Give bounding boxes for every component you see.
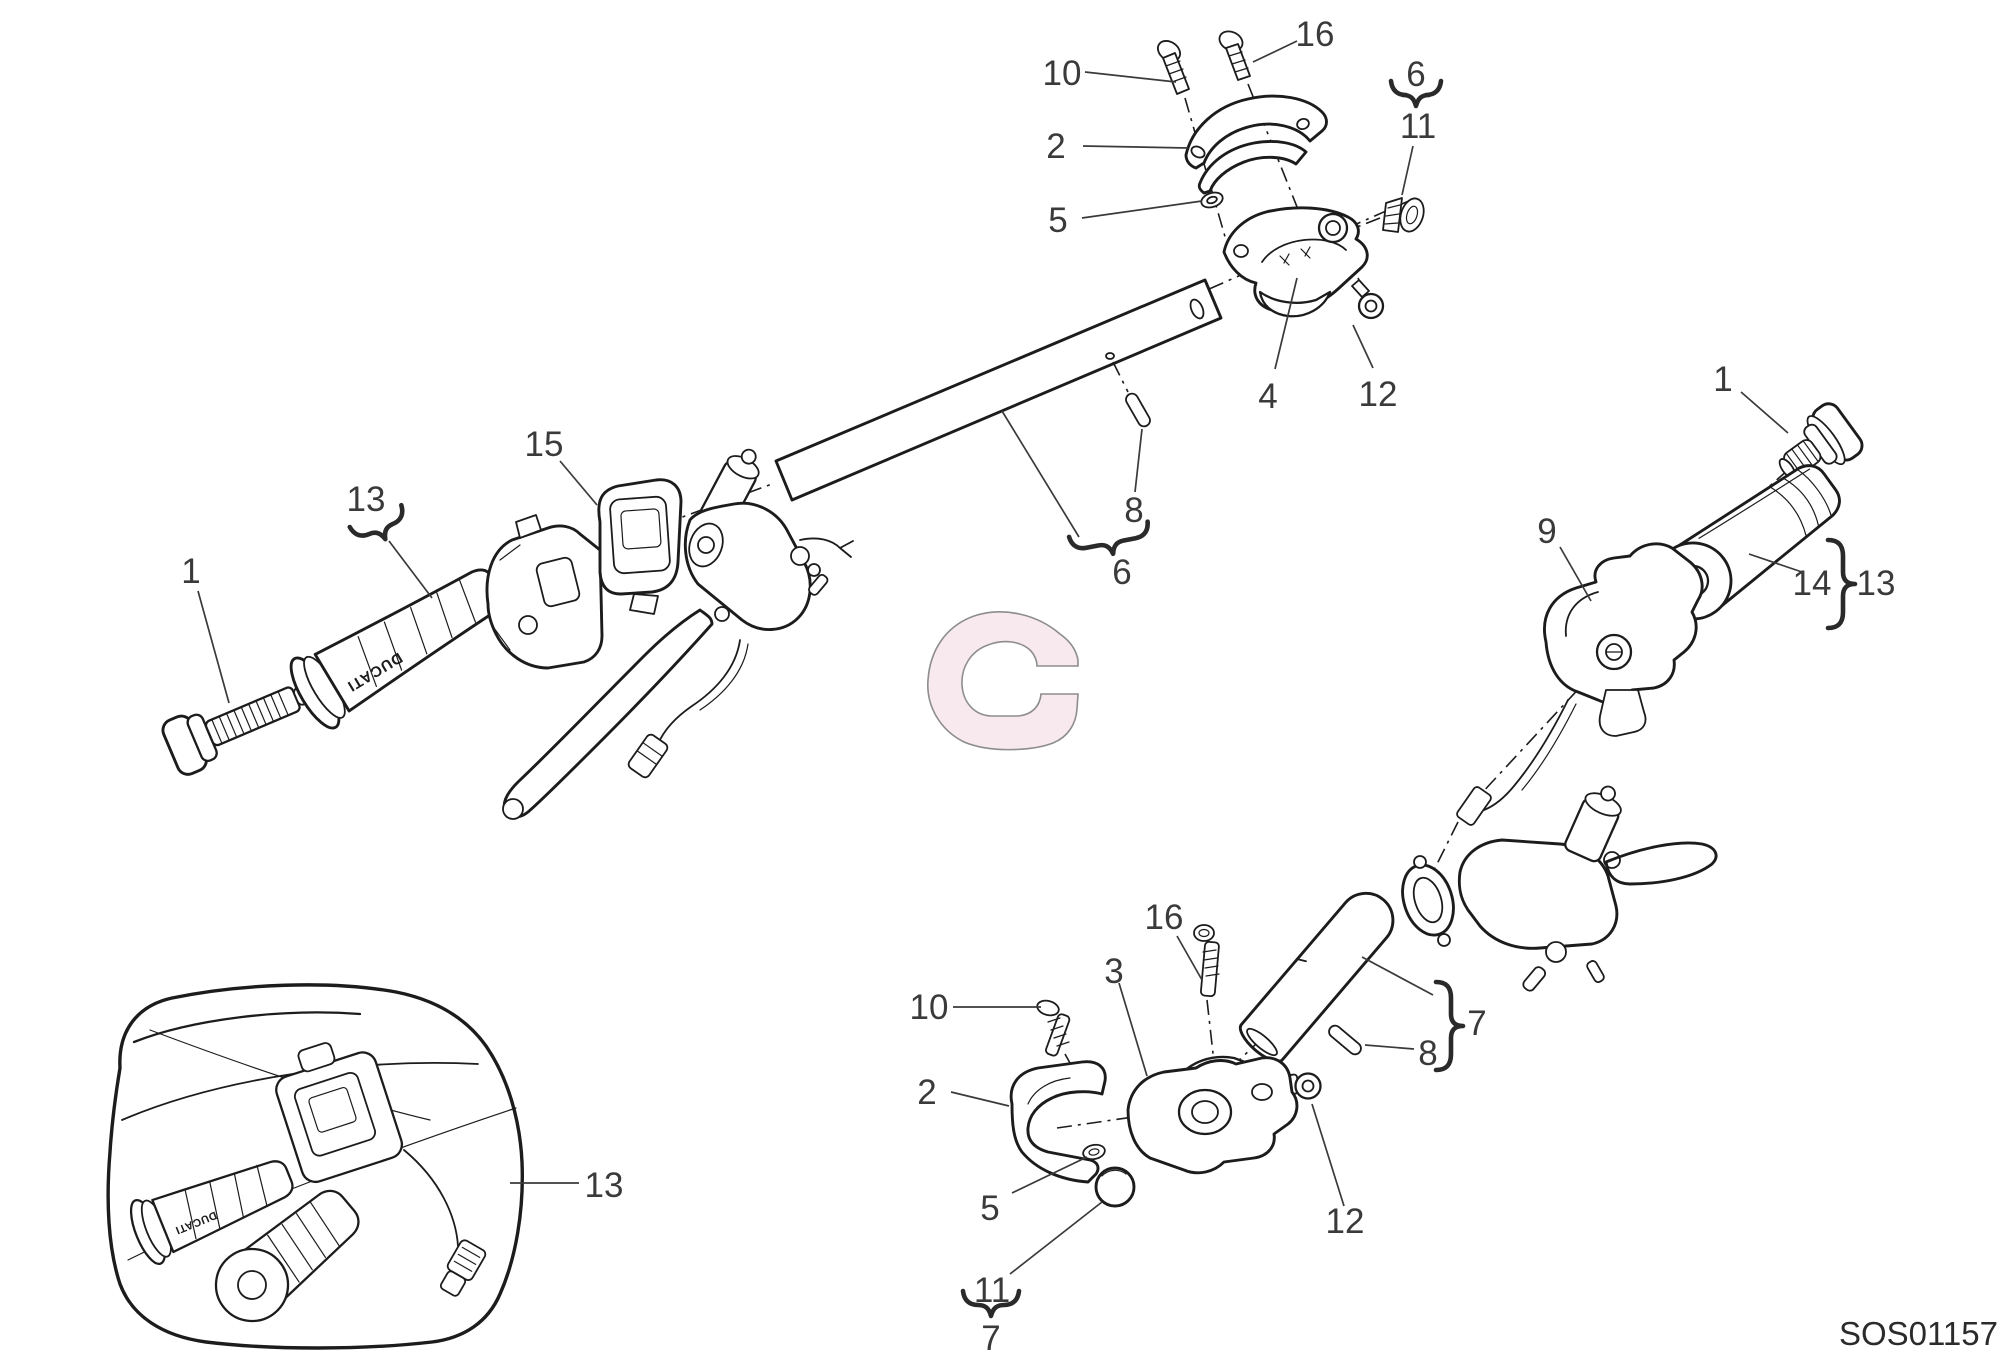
inset-connector [439,1239,487,1297]
callout-label-16: 16 [1296,15,1335,54]
callout-label-8: 8 [1418,1034,1437,1073]
leader-line [1364,1044,1415,1050]
group-brace-horizontal [960,1288,1022,1319]
washer-5-bottom [1082,1143,1106,1161]
group-brace-horizontal [1388,78,1444,109]
handlebar-tube-right-7 [1238,891,1395,1063]
parts-kit-bag-inset: DUCATI [106,983,524,1350]
bottom-clamp-assembly [1009,924,1299,1208]
callout-label-5: 5 [980,1189,999,1228]
callout-label-15: 15 [525,425,564,464]
callout-label-1: 1 [1713,360,1732,399]
clamp-half-upper-2 [1184,94,1328,195]
left-switch-housing [485,514,604,670]
right-grip-assembly [1238,402,1864,1100]
washer-5-top [1200,191,1224,209]
callout-label-14: 14 [1793,564,1832,603]
top-clamp-assembly [1156,30,1425,320]
leader-line [388,540,433,599]
callout-label-3: 3 [1104,952,1123,991]
leader-line [1311,1103,1345,1207]
switch-unit-15 [597,478,683,615]
screw-16-top [1218,30,1251,81]
callout-label-7: 7 [981,1319,1000,1356]
callout-label-13: 13 [347,480,386,519]
leader-line [1274,277,1298,370]
group-brace-horizontal [1066,519,1150,557]
left-grip: DUCATI [289,568,505,730]
pin-8-right [1328,1024,1362,1056]
callout-label-12: 12 [1359,375,1398,414]
callout-label-9: 9 [1537,512,1556,551]
leader-line [1252,40,1298,63]
callout-label-10: 10 [910,988,949,1027]
leader-line [1401,145,1414,196]
group-brace-vertical [1433,979,1466,1073]
screw-16-bottom [1193,924,1220,998]
leader-line [1176,935,1203,981]
inset-grip: DUCATI [129,1160,294,1265]
leader-line [950,1091,1010,1107]
left-brake-lever [502,608,714,819]
leader-line [1081,200,1203,219]
callout-label-6: 6 [1406,55,1425,94]
callout-label-11: 11 [1400,107,1436,146]
right-switch-9 [1456,542,1704,826]
group-brace-horizontal [347,502,405,542]
screw-10-bottom [1036,999,1071,1057]
leader-line [1001,410,1080,538]
bar-end-bolt-left [161,683,316,776]
leader-line [1084,71,1177,83]
inset-switch-housing [275,1042,404,1184]
threaded-plug-11-top [1382,197,1425,233]
leader-line [559,460,598,506]
inset-throttle-grip [214,1189,360,1323]
leader-line [1009,1201,1103,1275]
screw-10-top [1156,40,1190,95]
callout-label-4: 4 [1258,377,1277,416]
leader-line [1134,428,1143,493]
leader-line [1352,324,1374,369]
bracket-3 [1126,1055,1299,1175]
callout-label-2: 2 [917,1073,936,1112]
callout-label-5: 5 [1048,201,1067,240]
callout-label-13: 13 [585,1166,624,1205]
callout-label-13: 13 [1857,564,1896,603]
leader-line [1740,391,1789,434]
drawing-code: SOS01157 [1839,1315,1998,1352]
right-brake-lever [1604,841,1718,886]
clamp-half-2-bottom [1009,1060,1107,1184]
bolt-12-top [1351,279,1385,320]
callout-label-16: 16 [1145,898,1184,937]
callout-label-7: 7 [1467,1004,1486,1043]
pin-8-left [1125,392,1151,428]
handlebar-tube-left [774,278,1223,502]
callout-label-6: 6 [1112,553,1131,592]
leader-line [1748,553,1803,573]
right-master-cylinder [1401,785,1718,992]
leader-line [1082,145,1189,149]
group-brace-vertical [1825,537,1858,631]
leader-line [197,590,230,704]
callout-label-10: 10 [1043,54,1082,93]
callout-label-1: 1 [181,552,200,591]
left-master-cylinder [502,448,854,820]
leader-line [1559,546,1592,602]
callout-label-8: 8 [1124,491,1143,530]
bracket-4 [1222,206,1369,318]
leader-line [1361,956,1434,996]
leader-line [1011,1156,1088,1194]
plug-11-bottom [1094,1166,1136,1208]
leader-line [1118,982,1148,1077]
left-grip-assembly: DUCATI [161,448,854,820]
callout-label-12: 12 [1326,1202,1365,1241]
callout-label-2: 2 [1046,127,1065,166]
watermark-logo-g [927,611,1079,751]
callout-label-11: 11 [974,1271,1010,1310]
